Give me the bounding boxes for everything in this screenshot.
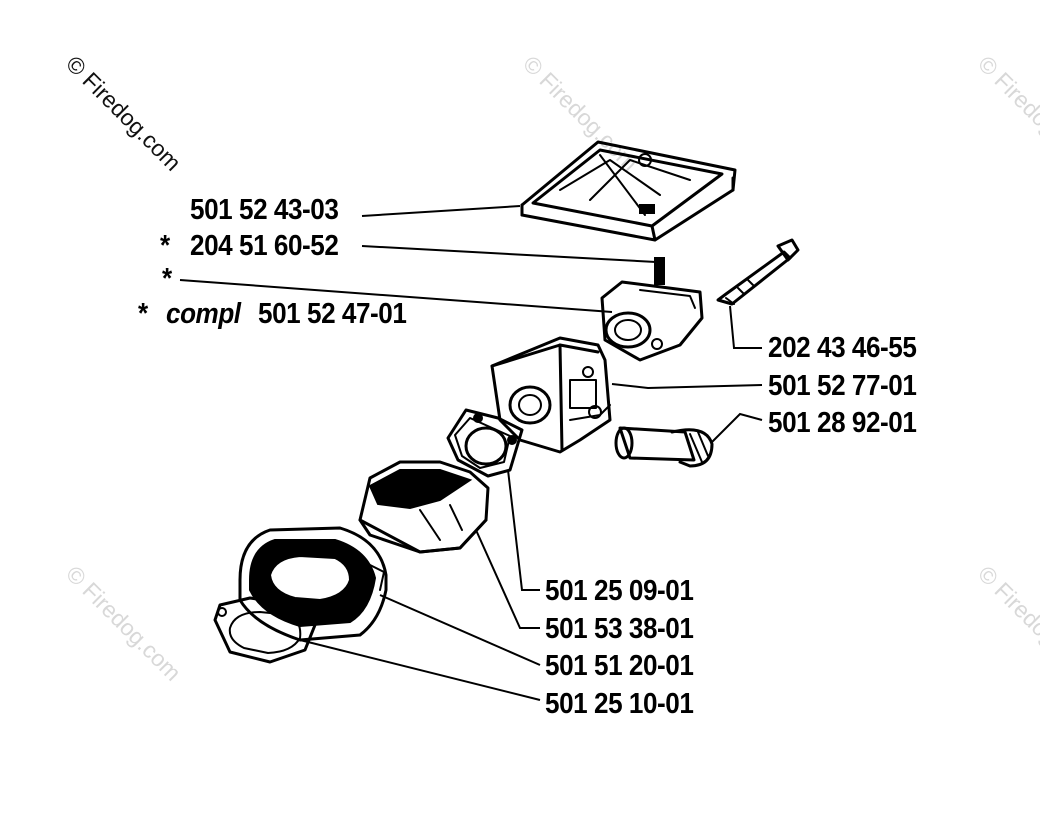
gasket-1-part — [446, 408, 524, 478]
label-bolt: 202 43 46-55 — [768, 332, 917, 364]
fuel-filter-part — [614, 426, 714, 468]
label-gasket-1: 501 25 09-01 — [545, 575, 694, 607]
label-star-1: * — [160, 230, 170, 262]
label-intake-flange: 501 51 20-01 — [545, 650, 694, 682]
label-carb-complete: 501 52 47-01 — [258, 298, 407, 330]
label-compl-prefix: compl — [166, 298, 241, 330]
air-filter-cover-part — [520, 140, 737, 242]
label-gasket-2: 501 25 10-01 — [545, 688, 694, 720]
air-intake-part — [358, 460, 490, 554]
intake-flange-part — [238, 526, 388, 642]
label-carburetor: 501 52 77-01 — [768, 370, 917, 402]
gasket-2-part — [213, 596, 317, 664]
label-star-2: * — [162, 263, 172, 295]
label-air-intake: 501 53 38-01 — [545, 613, 694, 645]
label-gasket-top: 204 51 60-52 — [190, 230, 339, 262]
label-fuel-filter: 501 28 92-01 — [768, 407, 917, 439]
bolt-part — [716, 238, 800, 306]
carburetor-cover-part — [600, 257, 704, 362]
label-star-3: * — [138, 298, 148, 330]
label-air-filter-cover: 501 52 43-03 — [190, 194, 339, 226]
leader-lines — [179, 205, 763, 701]
carburetor-body-part — [490, 336, 612, 454]
